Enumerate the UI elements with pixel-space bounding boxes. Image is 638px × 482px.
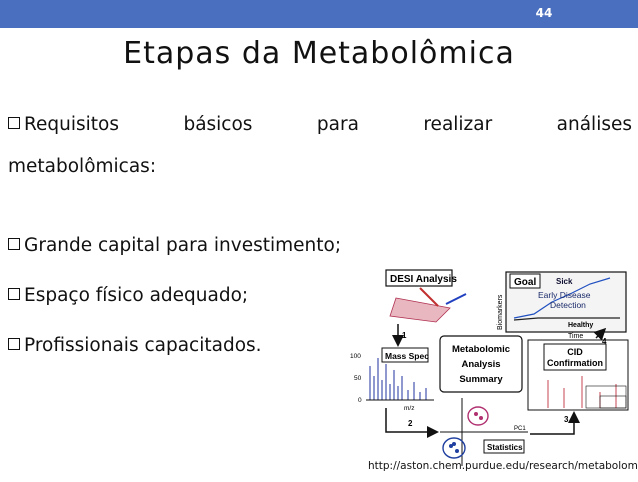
cluster-dot <box>479 416 483 420</box>
sick-label: Sick <box>556 277 573 286</box>
summary-box <box>439 335 523 393</box>
bullet-word: análises <box>556 114 632 135</box>
bullet-espaco: Espaço físico adequado; <box>8 285 248 306</box>
sick-curve <box>513 277 611 319</box>
spectrum-peaks <box>369 358 427 400</box>
massspec-box <box>381 347 429 363</box>
goal-box <box>505 271 627 333</box>
goal-label: Goal <box>514 277 536 288</box>
workflow-diagram: DESI Analysis Goal Sick Early Disease De… <box>350 269 629 466</box>
bullet-profissionais: Profissionais capacitados. <box>8 335 262 356</box>
slide-title: Etapas da Metabolômica <box>123 36 515 71</box>
summary-line-2: Analysis <box>461 359 500 370</box>
step-4: 4 <box>602 337 607 346</box>
bullet-word: básicos <box>183 114 253 135</box>
y-tick-50: 50 <box>354 375 362 382</box>
y-tick-0: 0 <box>358 397 362 404</box>
cid-line-2: Confirmation <box>547 358 603 368</box>
cluster-circle-2 <box>442 437 466 459</box>
bullet-word: para <box>316 114 359 135</box>
cluster-circle-1 <box>467 406 489 426</box>
checkbox-bullet-icon <box>8 117 20 129</box>
bullet-word: Requisitos <box>8 114 119 135</box>
checkbox-bullet-icon <box>8 338 20 350</box>
step-3: 3 <box>564 415 569 424</box>
early-label-2: Detection <box>550 300 586 310</box>
arrow-3-path <box>530 426 575 435</box>
arrow-4 <box>593 327 607 341</box>
bullet-requisitos: Requisitos básicos para realizar análise… <box>8 114 632 135</box>
cluster-dot <box>455 449 459 453</box>
slide-number: 44 <box>535 6 553 20</box>
early-label-1: Early Disease <box>538 290 591 300</box>
cluster-dot <box>474 412 478 416</box>
beam-line <box>445 293 467 305</box>
step-2: 2 <box>408 419 413 428</box>
massspec-label: Mass Spec <box>385 351 429 361</box>
cluster-dot <box>449 444 453 448</box>
bullet-capital: Grande capital para investimento; <box>8 235 341 256</box>
sample-plate-icon <box>389 297 451 323</box>
step-1: 1 <box>402 331 407 340</box>
time-label: Time <box>568 333 583 340</box>
bullet-continuation: metabolômicas: <box>8 156 157 177</box>
desi-box <box>385 269 453 287</box>
checkbox-bullet-icon <box>8 288 20 300</box>
healthy-label: Healthy <box>568 322 593 329</box>
pc1-label: PC1 <box>514 426 526 432</box>
goal-label-box <box>509 273 541 289</box>
mz-label: m/z <box>404 405 414 412</box>
metabolomics-workflow-figure: DESI Analysis Goal Sick Early Disease De… <box>338 258 636 478</box>
cid-line-1: CID <box>567 347 583 357</box>
bullet-word: realizar <box>423 114 493 135</box>
biomarkers-label: Biomarkers <box>497 294 504 330</box>
statistics-box <box>483 439 525 454</box>
top-bar <box>0 0 638 28</box>
checkbox-bullet-icon <box>8 238 20 250</box>
cid-box <box>543 343 607 371</box>
y-tick-100: 100 <box>350 353 361 360</box>
spray-line <box>419 287 439 307</box>
desi-label: DESI Analysis <box>390 274 457 285</box>
summary-line-3: Summary <box>459 374 503 385</box>
summary-line-1: Metabolomic <box>452 344 510 355</box>
cid-grid <box>585 385 627 409</box>
statistics-label: Statistics <box>487 443 523 452</box>
healthy-curve <box>513 317 620 321</box>
arrow-2 <box>385 408 439 438</box>
cluster-dot <box>452 442 456 446</box>
figure-source-url: http://aston.chem.purdue.edu/research/me… <box>368 460 638 472</box>
